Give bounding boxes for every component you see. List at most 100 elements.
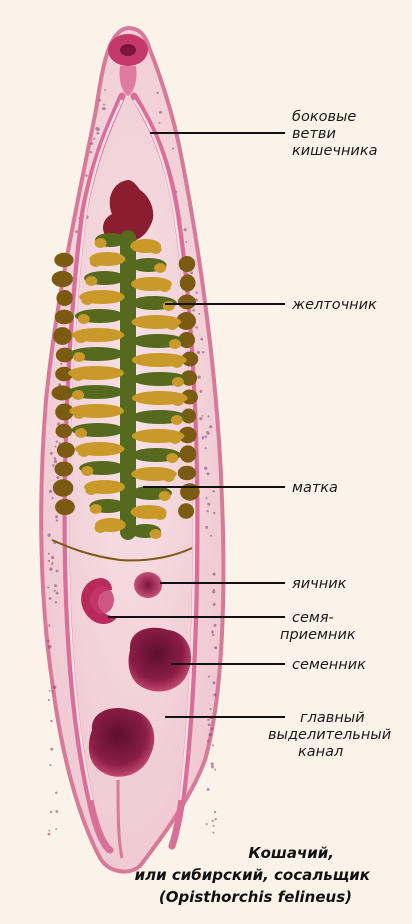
speckle [47,533,50,536]
speckle [205,435,208,438]
speckle [211,820,213,822]
label-lateral-branches: боковые ветви кишечника [292,109,378,159]
speckle [55,601,57,603]
uterus-lobe-tip [171,358,183,368]
speckle [210,535,212,537]
speckle [192,309,195,312]
speckle [213,512,215,514]
speckle [55,792,57,794]
speckle [212,590,215,593]
speckle [214,646,217,649]
label-excretory-canal: главный выделительный канал [268,710,396,760]
speckle [90,151,92,153]
vitellarium-lobe-left [55,310,74,325]
vitellarium-lobe-left [53,327,72,345]
speckle [158,122,160,124]
uterus-lobe-tip [90,504,102,514]
uterus-lobe-tip [75,428,87,438]
label-vitellarium: желточник [291,297,377,313]
speckle [102,108,104,110]
speckle [95,127,98,130]
speckle [50,720,52,722]
speckle [51,556,54,559]
speckle [213,573,216,576]
label-ovary: яичник [292,576,347,592]
vitellarium-lobe-left [56,424,73,438]
speckle [104,89,106,91]
label-seminal-receptacle-line1: семя- [292,610,334,626]
vitellarium-lobe-left [54,461,73,476]
speckle [60,363,62,365]
speckle [210,708,212,710]
uterus-lobe-tip [72,371,84,381]
vitellarium-lobe-left [53,479,74,496]
label-excretory-canal-line3: канал [298,744,343,760]
uterus-lobe-tip [166,453,178,463]
speckle [51,497,53,499]
speckle [75,230,78,233]
speckle [47,640,50,643]
vitellarium-lobe-left [55,499,75,515]
speckle [207,740,209,742]
uterus-lobe-tip [73,409,85,419]
label-excretory-canal-line1: главный [300,710,365,726]
speckle [205,497,207,499]
label-seminal-receptacle-line2: приемник [280,627,356,643]
speckle [55,810,58,813]
label-uterus: матка [292,480,338,496]
uterus-lobe-tip [163,301,175,311]
speckle [202,415,204,417]
speckle [206,431,208,433]
speckle [197,351,200,354]
speckle [211,727,214,730]
uterus-lobe-tip [159,491,171,501]
speckle [49,490,52,493]
speckle [204,467,207,470]
vitellarium-lobe-right [178,466,196,481]
vitellarium-lobe-right [180,483,200,500]
caption-line1: Кошачий, [248,844,334,862]
speckle [213,681,216,684]
uterus-lobe-tip [169,339,181,349]
caption-line2: или сибирский, сосальщик [135,866,371,884]
uterus-lobe-tip [166,320,178,330]
speckle [208,723,211,726]
uterus-lobe-tip [72,390,84,400]
speckle [54,457,57,460]
vitellarium-lobe-left [56,290,72,306]
label-testis: семенник [292,657,366,673]
speckle [198,313,200,315]
speckle [195,292,197,294]
speckle [212,744,214,746]
uterus-lobe-tip [159,282,171,292]
speckle [49,764,51,766]
speckle [48,645,51,648]
speckle [207,415,209,417]
speckle [207,719,209,721]
speckle [211,631,214,634]
speckle [206,823,208,825]
speckle [214,818,216,820]
uterus-lobe-tip [73,352,85,362]
speckle [202,351,205,354]
label-excretory-canal-line2: выделительный [268,727,391,743]
label-lateral-branches-line2: ветви [292,126,336,142]
speckle [214,769,216,771]
uterus-lobe-tip [154,510,166,520]
speckle [56,569,59,572]
uterus-lobe-tip [172,396,184,406]
speckle [56,441,58,443]
uterus-lobe-tip [90,257,102,267]
speckle [48,553,50,555]
speckle [51,562,53,564]
speckle [184,228,187,231]
speckle [202,436,204,438]
speckle [48,830,50,832]
speckle [50,452,53,455]
uterus-lobe-tip [172,377,184,387]
vitellarium-lobe-left [52,271,73,287]
uterus-lobe-tip [75,333,87,343]
speckle [54,584,57,587]
speckle [47,586,49,588]
speckle [213,589,215,591]
